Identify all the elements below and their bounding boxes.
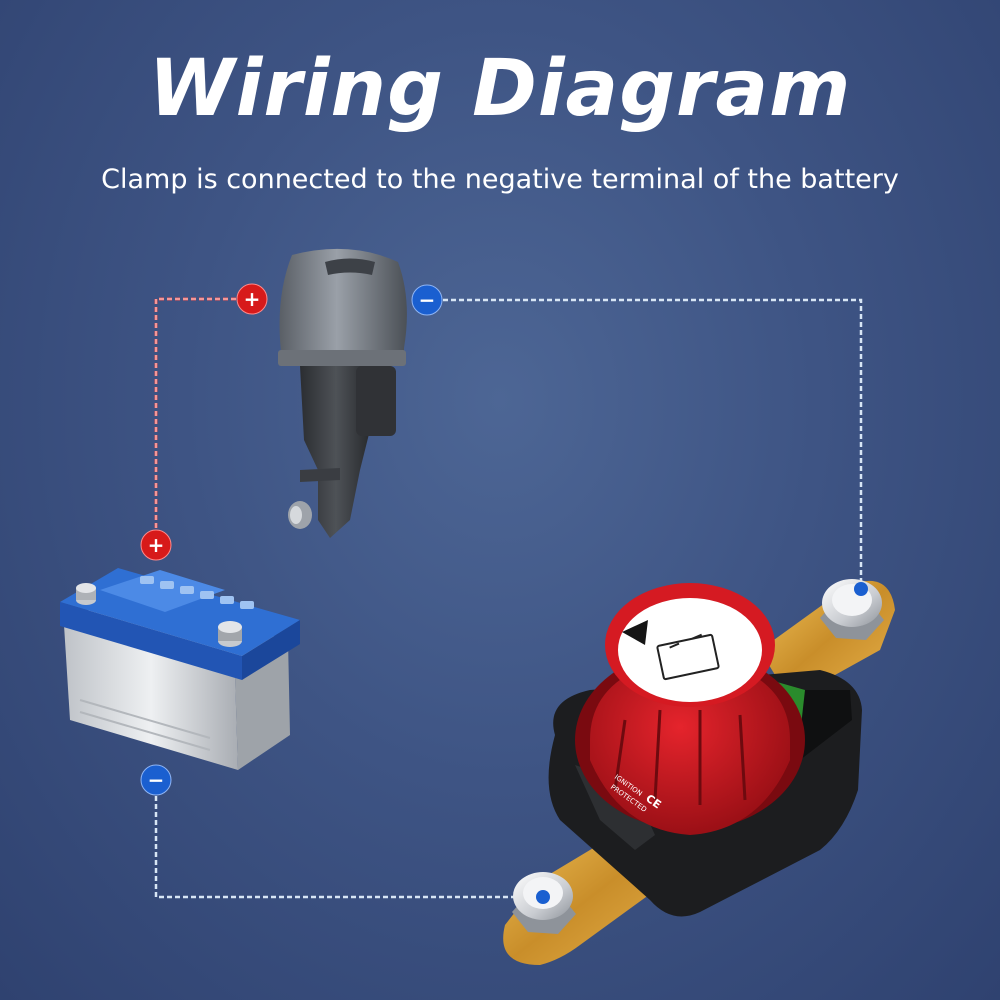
negative-badge-motor: − [411,284,443,316]
svg-text:+: + [244,287,261,311]
svg-text:+: + [148,533,165,557]
battery-positive-post [76,583,96,605]
page-subtitle: Clamp is connected to the negative termi… [101,164,899,195]
svg-text:−: − [148,768,165,792]
negative-wire-motor-to-switch [427,298,863,588]
battery-symbol-icon [656,633,720,681]
switch-terminal-dot-bottom [536,890,550,904]
outboard-motor-icon [278,248,407,538]
battery-icon [60,568,300,770]
page-title: Wiring Diagram [148,44,852,134]
negative-badge-battery: − [140,764,172,796]
battery-switch-icon: IGNITION PROTECTED CE [503,579,895,965]
switch-terminal-dot-top [854,582,868,596]
positive-badge-motor: + [236,283,268,315]
battery-negative-post [218,621,242,647]
svg-text:−: − [419,288,436,312]
positive-badge-battery: + [140,529,172,561]
negative-wire-battery-to-switch [154,780,543,899]
positive-wire [154,297,252,545]
knob-pointer-arrow [622,620,648,645]
